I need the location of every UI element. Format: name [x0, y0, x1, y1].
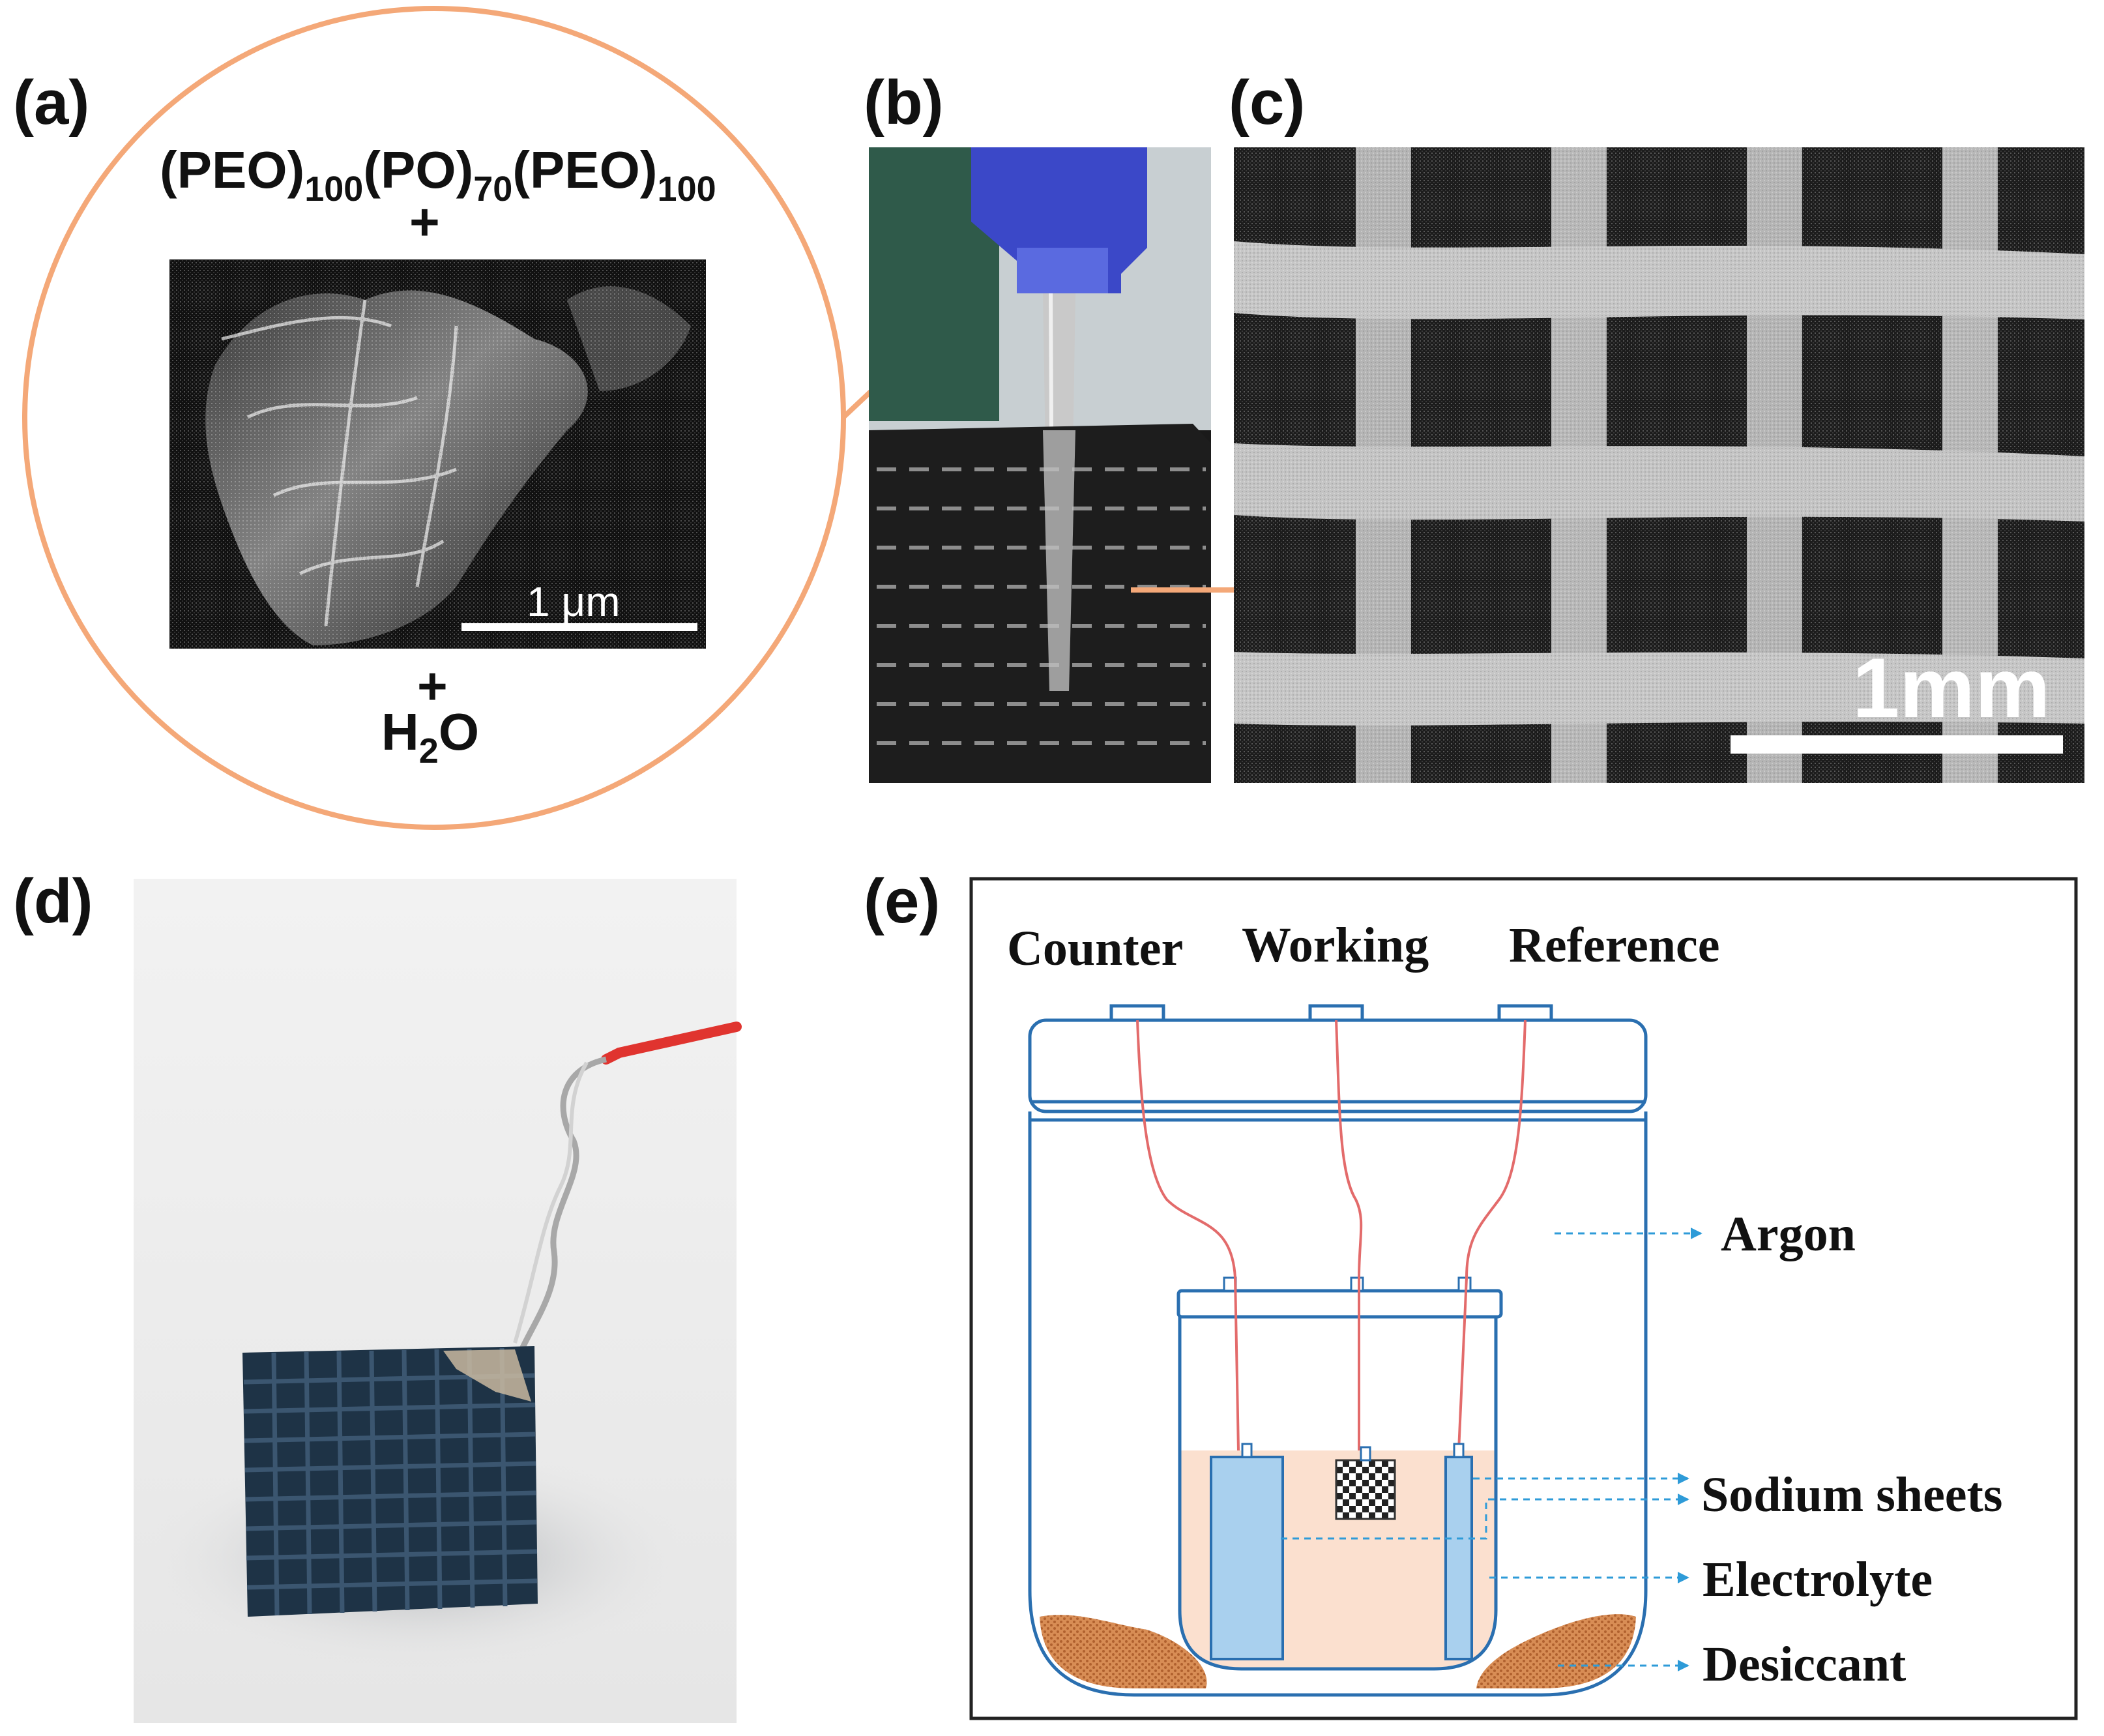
working-electrode-clip [1360, 1446, 1371, 1462]
glovebox-vessel [1028, 1004, 1648, 1697]
argon-callout: Argon [1721, 1207, 1856, 1261]
callout-arrows [1281, 1228, 1702, 1671]
working-electrode-label: Working [1242, 918, 1429, 973]
desiccant-callout: Desiccant [1702, 1637, 1906, 1692]
printer-nozzle-photo [869, 147, 1211, 783]
printed-lattice-stripes [877, 467, 1206, 745]
panel-b: (b) [864, 68, 1329, 783]
panel-c: (c) 1mm [1229, 68, 2084, 783]
panel-d-label: (d) [13, 866, 93, 936]
panel-e: (e) Counter Working Reference [864, 866, 2078, 1720]
sodium-callout: Sodium sheets [1701, 1467, 2002, 1522]
electrolyte-callout: Electrolyte [1702, 1552, 1933, 1607]
copolymer-formula: (PEO)100(PO)70(PEO)100 [160, 141, 716, 209]
lattice-scale-text: 1mm [1852, 640, 2050, 735]
panel-d: (d) [13, 866, 742, 1723]
reference-electrode-label: Reference [1509, 918, 1719, 973]
panel-a-circle [22, 6, 846, 830]
water-formula: H2O [381, 703, 479, 771]
graphene-sem-image: 1 μm [169, 259, 706, 649]
panel-e-label: (e) [864, 866, 940, 936]
lattice-sem-image: 1mm [1234, 147, 2084, 783]
panel-b-label: (b) [864, 68, 944, 138]
working-electrode-mesh [1335, 1459, 1396, 1520]
reference-electrode-sheet [1444, 1456, 1473, 1660]
plus-top: + [409, 193, 440, 251]
panel-a-label: (a) [13, 68, 89, 138]
electrode-cube-photo [134, 879, 742, 1723]
counter-electrode-clip [1241, 1443, 1253, 1458]
lattice-scale-bar [1731, 735, 2063, 754]
plus-bottom: + [417, 657, 448, 715]
sem-scale-text: 1 μm [527, 578, 621, 625]
reference-electrode-clip [1453, 1443, 1465, 1458]
desiccant-layer [1040, 1614, 1636, 1688]
counter-electrode-sheet [1210, 1456, 1284, 1660]
panel-c-label: (c) [1229, 68, 1305, 138]
counter-electrode-label: Counter [1007, 921, 1183, 976]
panel-a: (a) (PEO)100(PO)70(PEO)100 + 1 μm + H2O [13, 6, 1019, 830]
electrode-wires [1136, 1020, 1527, 1451]
